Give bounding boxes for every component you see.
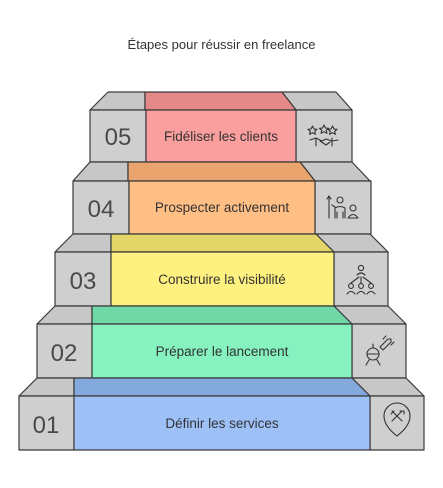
step-01-number-block [18,395,75,451]
diagram-title: Étapes pour réussir en freelance [127,37,316,52]
step-02-number: 02 [51,340,78,367]
step-04: 04 Prospecter activement [72,161,372,235]
step-04-label-band [128,180,316,235]
step-04-number-block [72,180,130,235]
step-05-number: 05 [105,124,132,151]
step-05-top-left [89,91,146,111]
step-01: 01 Définir les services [18,377,425,451]
step-03-number: 03 [70,268,97,295]
prospect-presentation-icon [326,195,359,219]
step-02-top-left [36,305,93,325]
map-pin-tools-icon [383,402,411,437]
step-04-label: Prospecter activement [155,200,290,215]
step-01-top-left [18,377,75,397]
step-01-label-band [73,395,371,451]
step-02-label-band [91,323,353,379]
step-03-top-left [54,233,112,253]
step-03-label-band [110,251,335,307]
step-03-top-band [110,233,335,253]
step-04-number: 04 [88,196,115,223]
step-04-top-left [72,161,129,182]
step-03-number-block [54,251,112,307]
step-02-number-block [36,323,93,379]
step-05-top-band [144,91,297,111]
step-05-label: Fidéliser les clients [164,129,278,144]
step-01-top-band [73,377,371,397]
step-01-icon-block [369,395,425,451]
rocket-launch-icon [365,335,395,366]
step-01-label: Définir les services [165,416,279,431]
step-05: 05 Fidéliser les clients [89,91,353,163]
step-05-number-block [89,109,147,163]
step-03: 03 Construire la visibilité [54,233,389,307]
step-03-label: Construire la visibilité [158,272,286,287]
step-04-top-band [127,161,316,182]
step-02: 02 Préparer le lancement [36,305,407,379]
handshake-stars-icon [307,124,339,147]
step-02-label: Préparer le lancement [156,344,289,359]
step-02-icon-block [351,323,407,379]
step-05-icon-block [295,109,353,163]
step-02-top-band [91,305,353,325]
step-05-label-band [145,109,297,163]
step-01-number: 01 [33,412,60,439]
audience-network-icon [346,264,376,295]
